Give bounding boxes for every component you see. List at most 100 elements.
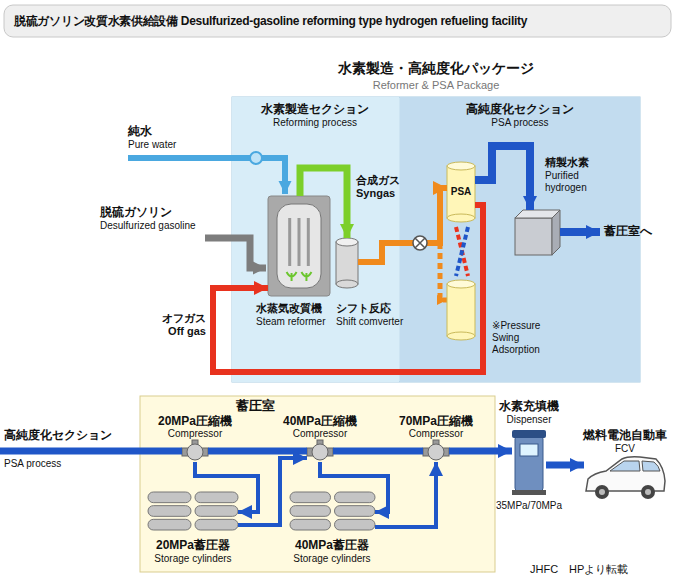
pure-water-line bbox=[262, 158, 285, 194]
flow-label: Pure water bbox=[128, 139, 208, 151]
node-shapes bbox=[140, 97, 665, 572]
node-subtitle: Shift comverter bbox=[336, 316, 406, 328]
node-subtitle: Compressor bbox=[391, 428, 481, 440]
car-wheel bbox=[641, 485, 655, 499]
car-body bbox=[586, 457, 665, 491]
car-hub bbox=[599, 489, 605, 495]
compressor-body bbox=[312, 444, 328, 460]
flow-label: 脱硫ガソリン bbox=[100, 205, 190, 219]
storage-room: 20MPa圧縮機Compressor40MPa圧縮機Compressor70MP… bbox=[140, 396, 495, 572]
node-subtitle: Reformer & PSA Package bbox=[236, 79, 636, 92]
node-subtitle: Purified hydrogen bbox=[545, 170, 605, 194]
hydrogen-in-line bbox=[0, 448, 182, 455]
node-title: 精製水素 bbox=[545, 156, 625, 169]
psa-vessel-bottom bbox=[447, 214, 475, 222]
flow-connector bbox=[333, 448, 423, 455]
cylinder bbox=[290, 519, 331, 530]
psa-vessel: PSA bbox=[447, 162, 475, 222]
flow-label: 高純度化セクション bbox=[4, 428, 134, 442]
compressor-body bbox=[187, 444, 203, 460]
section-panel bbox=[232, 97, 399, 382]
flow-connector bbox=[213, 205, 483, 372]
flow-connector bbox=[449, 448, 512, 455]
flow-connector bbox=[195, 462, 258, 512]
cylinder bbox=[148, 492, 191, 503]
psa-vessel-top bbox=[447, 162, 475, 170]
hydrogen-dashed-line bbox=[456, 227, 468, 276]
cylinder bbox=[335, 506, 376, 517]
edge-label: 合成ガス Syngas bbox=[356, 174, 408, 200]
flow-label: 蓄圧室へ bbox=[604, 224, 668, 238]
converter-top bbox=[336, 238, 358, 246]
reformer-housing bbox=[268, 196, 330, 296]
node-title: 20MPa蓄圧器 bbox=[143, 538, 243, 552]
edge-label: オフガス Off gas bbox=[146, 312, 206, 338]
reformer-vessel bbox=[277, 204, 321, 288]
car-wheel bbox=[595, 485, 609, 499]
flow-label: PSA process bbox=[4, 458, 84, 470]
compressor-body bbox=[428, 444, 444, 460]
tank-side bbox=[552, 210, 560, 255]
flow-connector bbox=[208, 448, 307, 455]
mixing-point bbox=[250, 152, 262, 164]
flow-connector bbox=[300, 168, 347, 238]
section-panel bbox=[400, 97, 640, 382]
compressor: 40MPa圧縮機Compressor bbox=[307, 440, 333, 462]
storage-cylinders: 20MPa蓄圧器Storage cylinders bbox=[148, 490, 238, 535]
node-title: 20MPa圧縮機 bbox=[145, 414, 245, 428]
node-title: 水素製造・高純度化パッケージ bbox=[236, 60, 636, 77]
node-subtitle: Reforming process bbox=[240, 117, 390, 129]
reformer-tube bbox=[288, 218, 291, 266]
node-subtitle: FCV bbox=[580, 443, 670, 455]
dispenser-screen bbox=[520, 444, 538, 456]
tank-front bbox=[515, 218, 552, 255]
node-title: 40MPa圧縮機 bbox=[270, 414, 370, 428]
flow-connector bbox=[375, 462, 436, 527]
diagram-title: 脱硫ガソリン改質水素供給設備 Desulfurized-gasoline ref… bbox=[14, 14, 527, 28]
reformer-tube bbox=[298, 218, 301, 266]
purified-hydrogen-tank: 精製水素Purified hydrogen bbox=[515, 210, 560, 255]
hydrogen-out-line bbox=[560, 228, 600, 236]
flow-connector bbox=[238, 458, 307, 525]
node-subtitle: 35MPa/70MPa bbox=[489, 500, 569, 512]
compressor: 20MPa圧縮機Compressor bbox=[182, 440, 208, 462]
node-subtitle: Storage cylinders bbox=[143, 553, 243, 565]
flow-connector bbox=[546, 462, 584, 469]
source-caption: JHFC HPより転載 bbox=[530, 563, 628, 576]
converter-vessel bbox=[336, 242, 358, 284]
node-subtitle: Compressor bbox=[145, 428, 245, 440]
package-box: 水蒸気改質機Steam reformerシフト反応Shift comverter… bbox=[232, 97, 640, 382]
node-subtitle: Dispenser bbox=[494, 414, 564, 426]
cylinder bbox=[148, 506, 191, 517]
car-hub bbox=[645, 489, 651, 495]
section-box: PSA 精製水素Purified hydrogen 高純度化セクションPSA pro… bbox=[400, 97, 640, 382]
dispenser: 水素充填機Dispenser35MPa/70MPa bbox=[512, 430, 546, 495]
offgas-dashed-line bbox=[456, 227, 468, 276]
syngas-dashed-line bbox=[440, 243, 447, 300]
pure-water-line bbox=[128, 155, 250, 161]
storage-room-panel bbox=[140, 396, 495, 572]
psa-vessel bbox=[447, 284, 475, 336]
psa-vessel-top bbox=[447, 280, 475, 288]
node-title: 高純度化セクション bbox=[440, 102, 600, 116]
section-box: 水蒸気改質機Steam reformerシフト反応Shift comverter… bbox=[232, 97, 399, 382]
node-title: 70MPa圧縮機 bbox=[391, 414, 481, 428]
cylinder bbox=[335, 519, 376, 530]
node-subtitle: PSA process bbox=[440, 117, 600, 129]
flow-connector bbox=[475, 146, 530, 210]
cylinder bbox=[148, 519, 191, 530]
car-drawing bbox=[586, 457, 665, 499]
dispenser-base bbox=[512, 490, 546, 495]
cylinder bbox=[195, 492, 238, 503]
cylinder bbox=[290, 492, 331, 503]
dispenser-top bbox=[512, 430, 546, 438]
node-title: 40MPa蓄圧器 bbox=[282, 538, 382, 552]
node-title: 水蒸気改質機 bbox=[256, 302, 332, 315]
cylinder bbox=[335, 492, 376, 503]
valve-symbol bbox=[413, 236, 427, 250]
node-title: 水素充填機 bbox=[494, 399, 564, 413]
compressor: 70MPa圧縮機Compressor bbox=[423, 440, 449, 462]
